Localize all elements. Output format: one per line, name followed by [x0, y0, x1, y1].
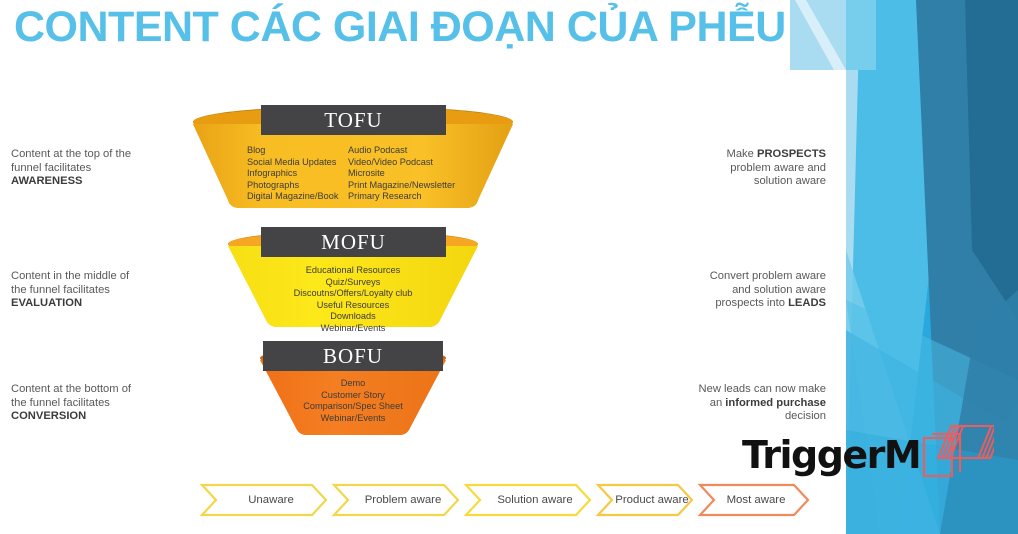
description-line: prospects into — [715, 297, 789, 310]
list-item: Primary Research — [348, 191, 422, 202]
triggerm-logo: TriggerM — [742, 424, 995, 486]
description-emphasis: EVALUATION — [11, 297, 83, 310]
list-item: Downloads — [330, 311, 376, 322]
description-line: Content at the top of the — [11, 148, 132, 160]
list-item: Digital Magazine/Book — [247, 191, 339, 202]
list-item: Customer Story — [321, 389, 385, 400]
chevron-label-product-aware[interactable]: Product aware — [615, 494, 689, 506]
bofu-right-description: New leads can now make an informed purch… — [666, 383, 826, 424]
blue-polygon-cluster — [700, 0, 1018, 534]
tofu-items-right: Audio Podcast Video/Video Podcast Micros… — [348, 145, 455, 203]
description-line: New leads can now make — [698, 383, 826, 395]
tofu-right-description: Make PROSPECTS problem aware and solutio… — [676, 148, 826, 189]
description-line: Make — [726, 148, 757, 160]
chevron-problem-aware — [331, 483, 460, 517]
tofu-stage-label: TOFU — [261, 105, 446, 135]
description-line: Convert problem aware — [709, 270, 826, 282]
description-emphasis: CONVERSION — [11, 410, 87, 423]
list-item: Social Media Updates — [247, 156, 337, 167]
logo-wordmark: TriggerM — [742, 433, 922, 477]
list-item: Video/Video Podcast — [348, 156, 433, 167]
bofu-items: Demo Customer Story Comparison/Spec Shee… — [253, 378, 453, 424]
description-line: the funnel facilitates — [11, 283, 110, 296]
page-title: CONTENT CÁC GIAI ĐOẠN CỦA PHỄU — [14, 3, 786, 51]
list-item: Discoutns/Offers/Loyalty club — [293, 288, 413, 299]
content-card-top-notch — [0, 0, 790, 70]
chevron-product-aware — [595, 483, 694, 517]
description-line: an — [709, 396, 726, 409]
chevron-label-most-aware[interactable]: Most aware — [726, 494, 786, 506]
description-emphasis: PROSPECTS — [756, 148, 826, 160]
funnel-stage-mofu: MOFU Educational Resources Quiz/Surveys … — [0, 222, 846, 342]
list-item: Print Magazine/Newsletter — [348, 179, 456, 190]
list-item: Webinar/Events — [320, 322, 386, 333]
chevron-solution-aware — [463, 483, 592, 517]
tofu-items-left: Blog Social Media Updates Infographics P… — [247, 145, 338, 203]
description-line: funnel facilitates — [11, 161, 92, 174]
list-item: Quiz/Surveys — [325, 276, 381, 287]
chevron-label-unaware[interactable]: Unaware — [248, 494, 294, 506]
funnel-stage-bofu: BOFU Demo Customer Story Comparison/Spec… — [0, 338, 846, 458]
stacked-squares-mark-icon — [923, 424, 995, 478]
list-item: Photographs — [247, 179, 300, 190]
list-item: Infographics — [247, 168, 298, 179]
bofu-stage-label: BOFU — [263, 341, 443, 371]
description-line: the funnel facilitates — [11, 396, 110, 409]
chevron-label-problem-aware[interactable]: Problem aware — [364, 494, 442, 506]
description-line: problem aware and — [730, 161, 826, 174]
chevron-label-solution-aware[interactable]: Solution aware — [497, 494, 573, 506]
list-item: Webinar/Events — [320, 412, 386, 423]
chevron-unaware — [199, 483, 328, 517]
chevron-shapes — [199, 483, 810, 517]
awareness-stage-bar: Unaware Problem aware Solution aware Pro… — [199, 483, 810, 517]
list-item: Comparison/Spec Sheet — [303, 401, 403, 412]
mofu-right-description: Convert problem aware and solution aware… — [676, 270, 826, 311]
description-line: Content in the middle of — [11, 270, 130, 282]
description-line: decision — [784, 410, 826, 423]
list-item: Blog — [247, 145, 266, 155]
description-line: and solution aware — [732, 283, 826, 296]
bofu-left-description: Content at the bottom of the funnel faci… — [11, 383, 171, 424]
description-emphasis: AWARENESS — [11, 175, 83, 188]
description-line: Content at the bottom of — [11, 383, 132, 395]
list-item: Microsite — [348, 168, 385, 179]
list-item: Educational Resources — [305, 265, 401, 275]
mofu-stage-label: MOFU — [261, 227, 446, 257]
funnel-stage-tofu: TOFU Blog Social Media Updates Infograph… — [0, 100, 846, 220]
description-emphasis: LEADS — [788, 297, 826, 310]
funnel-diagram: TOFU Blog Social Media Updates Infograph… — [0, 70, 846, 534]
mofu-left-description: Content in the middle of the funnel faci… — [11, 270, 171, 311]
tofu-left-description: Content at the top of the funnel facilit… — [11, 148, 171, 189]
description-line: solution aware — [753, 175, 826, 188]
list-item: Audio Podcast — [348, 145, 408, 155]
chevron-most-aware — [697, 483, 810, 517]
list-item: Useful Resources — [316, 299, 390, 310]
description-emphasis: informed purchase — [725, 396, 826, 409]
list-item: Demo — [340, 378, 366, 388]
mofu-items: Educational Resources Quiz/Surveys Disco… — [223, 265, 483, 335]
